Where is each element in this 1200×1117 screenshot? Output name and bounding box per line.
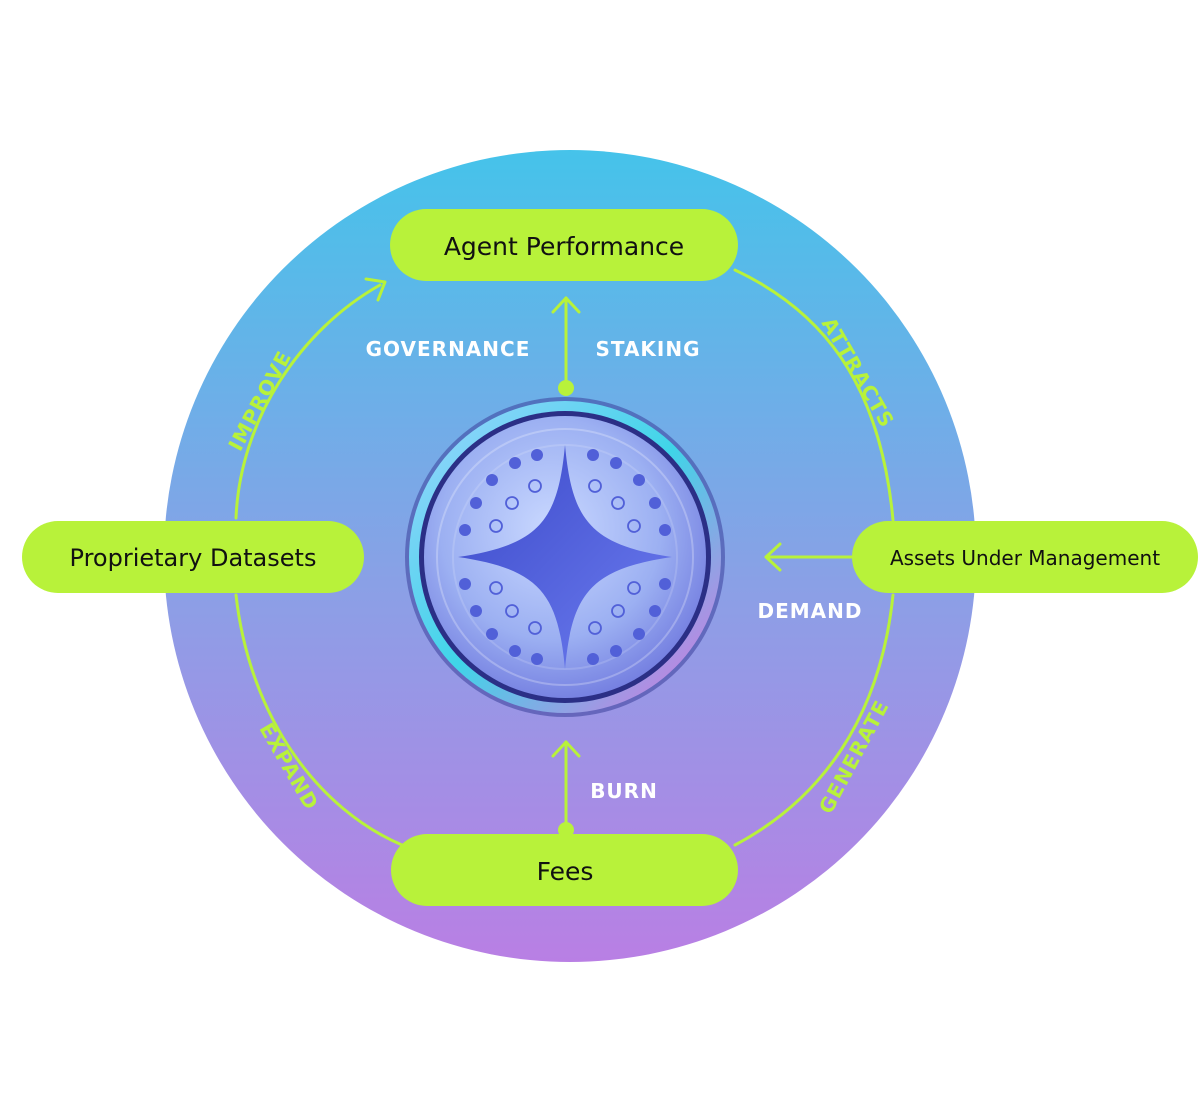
node-fees: Fees — [391, 834, 738, 906]
staking-label: STAKING — [595, 337, 700, 361]
center-token-icon — [405, 397, 725, 717]
demand-label: DEMAND — [758, 599, 863, 623]
burn-label: BURN — [590, 779, 658, 803]
improve-arrowhead-icon — [364, 277, 387, 302]
governance-label: GOVERNANCE — [366, 337, 531, 361]
demand-arrow — [764, 542, 854, 572]
staking-arrow-dot — [558, 380, 574, 396]
node-agent-performance-label: Agent Performance — [444, 232, 684, 261]
node-assets-under-management-label: Assets Under Management — [890, 546, 1160, 570]
attracts-arc — [733, 268, 895, 522]
improve-arc — [234, 283, 382, 520]
burn-arrow — [551, 740, 581, 832]
expand-arc — [234, 593, 404, 847]
node-fees-label: Fees — [537, 857, 594, 886]
cycle-ring — [234, 268, 895, 847]
node-proprietary-datasets-label: Proprietary Datasets — [70, 544, 317, 572]
node-assets-under-management: Assets Under Management — [852, 521, 1198, 593]
node-proprietary-datasets: Proprietary Datasets — [22, 521, 364, 593]
node-agent-performance: Agent Performance — [390, 209, 738, 281]
generate-arc — [733, 593, 895, 847]
staking-arrow — [551, 296, 581, 388]
